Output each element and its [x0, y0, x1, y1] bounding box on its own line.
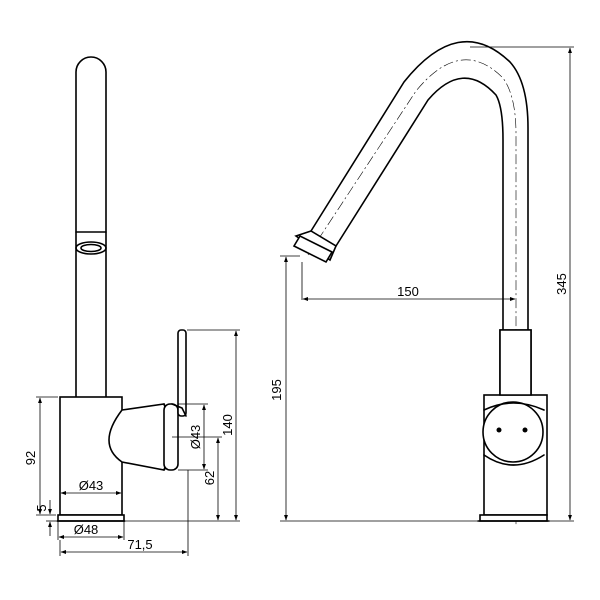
- front-aerator-ring: [75, 241, 107, 255]
- dim-label-body-diameter: Ø43: [79, 478, 104, 493]
- side-handle-disc: [482, 401, 544, 463]
- front-view: 92 5 Ø43 Ø48 71,5 Ø43 62 140: [23, 56, 240, 556]
- side-handle-screw-right: [522, 427, 528, 433]
- side-spout-inner: [335, 77, 504, 331]
- dim-label-handle-reach: 71,5: [127, 537, 152, 552]
- dim-label-base-diameter: Ø48: [74, 522, 99, 537]
- dim-label-total-height: 345: [554, 273, 569, 295]
- side-view: 150 195 345: [269, 40, 574, 525]
- side-base-plate: [479, 514, 548, 522]
- dim-label-spout-reach: 150: [397, 284, 419, 299]
- side-handle-lower: [483, 454, 545, 466]
- dim-label-spout-height: 195: [269, 379, 284, 401]
- front-aerator-inner: [80, 243, 102, 253]
- dim-label-lever-height: 140: [220, 414, 235, 436]
- front-handle-cone: [108, 403, 173, 471]
- front-spout-tube: [75, 56, 107, 398]
- side-spout-outer: [310, 40, 529, 331]
- dim-label-handle-axis: 62: [202, 471, 217, 485]
- dim-label-92: 92: [23, 451, 38, 465]
- dim-label-5: 5: [34, 504, 49, 511]
- side-nozzle-tip: [292, 234, 334, 264]
- side-handle-screw-left: [496, 427, 502, 433]
- front-base-plate: [57, 514, 125, 522]
- front-lever: [177, 329, 187, 417]
- side-handle-lever: [499, 329, 532, 396]
- front-body: [59, 396, 123, 516]
- front-lever-base: [171, 403, 187, 417]
- side-handle-collar: [483, 402, 545, 411]
- side-spout-centerline: [307, 59, 517, 525]
